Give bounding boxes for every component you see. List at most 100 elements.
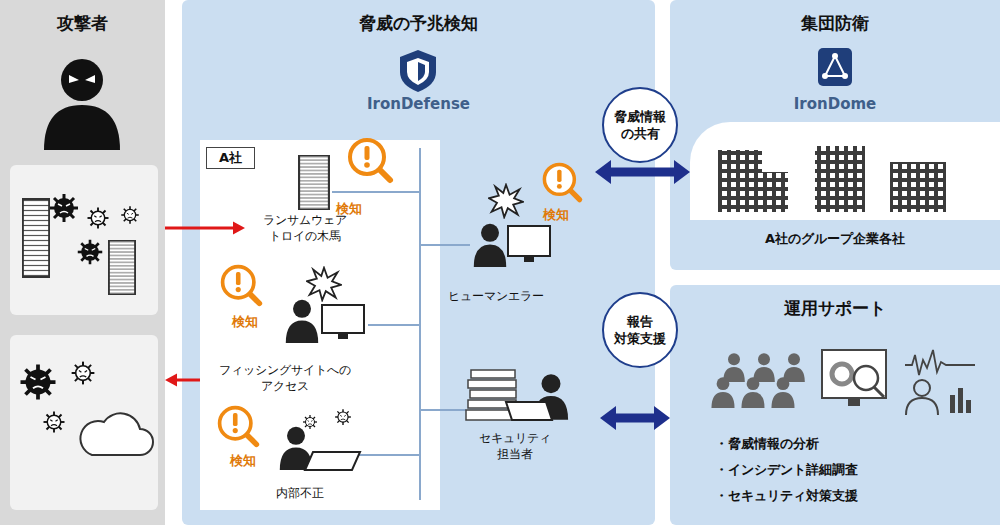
support-icons xyxy=(741,377,764,408)
human-error-figure xyxy=(544,164,579,199)
group-buildings xyxy=(762,172,788,212)
malicious-cloud xyxy=(44,412,65,433)
company-tag: A社 xyxy=(206,147,255,169)
irondefense-logo xyxy=(400,50,436,92)
attack-arrow xyxy=(165,222,245,235)
malicious-servers xyxy=(23,199,49,277)
malicious-servers xyxy=(50,194,78,222)
panel-title: 運用サポート xyxy=(670,297,1000,320)
exchange-arrow xyxy=(600,406,670,430)
network-lines xyxy=(368,324,420,326)
network-lines xyxy=(420,409,466,411)
bullet-item: ・脅威情報の分析 xyxy=(715,435,985,453)
malicious-servers xyxy=(121,206,139,224)
support-icons xyxy=(848,398,860,406)
phishing-figure xyxy=(286,300,318,343)
insider-figure xyxy=(305,452,360,470)
ransomware-server xyxy=(299,156,329,210)
insider-figure xyxy=(303,415,317,429)
detect-label: 検知 xyxy=(336,200,362,218)
phishing-figure xyxy=(223,267,260,304)
group-label: A社のグループ企業各社 xyxy=(690,230,980,248)
item-label: セキュリティ 担当者 xyxy=(465,430,565,462)
human-error-figure xyxy=(474,164,580,267)
security-staff-figure xyxy=(506,402,552,420)
group-buildings xyxy=(815,146,865,212)
panel-title: 集団防衛 xyxy=(670,12,1000,35)
bullet-item: ・セキュリティ対策支援 xyxy=(715,487,985,505)
human-error-figure xyxy=(508,226,550,256)
support-icons xyxy=(753,353,775,382)
attacker-boxes xyxy=(10,335,158,510)
support-icons xyxy=(723,353,745,382)
flow-circle: 報告 対策支援 xyxy=(602,292,678,368)
ransomware-server xyxy=(350,140,390,180)
irondome-logo xyxy=(818,48,852,86)
group-buildings xyxy=(890,162,946,212)
irondome-logo xyxy=(842,73,848,79)
support-icons xyxy=(966,400,971,413)
support-icons xyxy=(950,395,955,413)
malicious-cloud xyxy=(21,362,154,455)
panel-title: 攻撃者 xyxy=(0,12,165,35)
phishing-figure xyxy=(307,268,341,300)
insider-figure xyxy=(335,409,351,425)
attack-arrow xyxy=(165,374,200,387)
irondefense-logo xyxy=(418,62,425,81)
irondome-logo xyxy=(818,48,852,86)
network-lines xyxy=(332,191,420,193)
insider-figure xyxy=(220,408,257,445)
detect-label: 検知 xyxy=(543,206,569,224)
irondefense-logo xyxy=(407,58,429,85)
phishing-figure xyxy=(322,305,364,333)
logo-text: IronDefense xyxy=(182,94,655,114)
flow-circle: 脅威情報 の共有 xyxy=(602,87,678,163)
security-staff-figure xyxy=(471,370,515,378)
attacker-boxes xyxy=(10,165,158,315)
support-icons xyxy=(711,350,975,415)
support-icons xyxy=(906,398,938,415)
logo-text: IronDome xyxy=(670,94,1000,114)
circle-label: 報告 対策支援 xyxy=(604,313,676,348)
ransomware-server xyxy=(299,140,390,209)
malicious-servers xyxy=(78,240,103,265)
attacker-figure xyxy=(69,75,95,83)
support-icons xyxy=(914,380,930,396)
irondome-logo xyxy=(822,73,828,79)
irondefense-logo xyxy=(400,50,436,92)
group-buildings xyxy=(718,146,946,212)
phishing-figure xyxy=(338,333,348,339)
group-buildings xyxy=(718,150,762,212)
support-icons xyxy=(958,388,963,413)
support-icons xyxy=(771,377,794,408)
security-staff-figure xyxy=(468,380,516,388)
support-icons xyxy=(711,377,734,408)
human-error-figure xyxy=(474,224,506,267)
item-label: フィッシングサイトへの アクセス xyxy=(205,362,365,394)
bullet-item: ・インシデント詳細調査 xyxy=(715,461,985,479)
malicious-cloud xyxy=(21,365,56,400)
malicious-servers xyxy=(88,208,109,229)
support-icons xyxy=(874,387,884,397)
support-icons xyxy=(832,364,852,384)
item-label: 内部不正 xyxy=(235,485,365,501)
network-lines xyxy=(420,244,470,246)
support-icons xyxy=(854,366,878,390)
phishing-figure xyxy=(223,267,364,343)
support-icons xyxy=(783,353,805,382)
attacker-figure xyxy=(44,105,120,150)
irondome-logo xyxy=(832,53,838,59)
attacker-boxes xyxy=(10,165,158,510)
defense-panel: 集団防衛 IronDomeA社のグループ企業各社 xyxy=(670,0,1000,270)
item-label: ランサムウェア トロイの木馬 xyxy=(245,212,365,244)
malicious-servers xyxy=(109,241,135,295)
security-staff-figure xyxy=(466,370,568,420)
human-error-figure xyxy=(489,185,523,217)
attacker-figure xyxy=(61,59,103,101)
human-error-figure xyxy=(524,256,534,262)
malicious-cloud xyxy=(80,413,153,455)
insider-figure xyxy=(220,408,360,470)
